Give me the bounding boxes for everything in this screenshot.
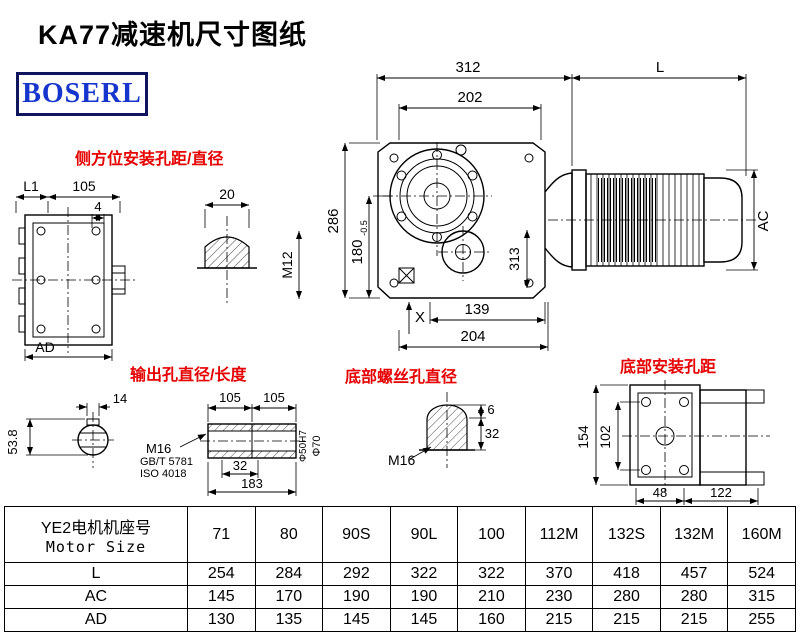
dim-313: 313 [506,247,522,271]
dim-m16-screw: M16 [388,452,415,468]
side-view-drawing: L1 105 4 AD [12,178,136,361]
dim-32-output: 32 [233,458,247,473]
cell-L: 418 [592,562,661,586]
cell-L: 322 [389,562,459,586]
dim-14: 14 [113,391,127,406]
dim-122: 122 [710,485,732,500]
dim-4: 4 [94,199,101,214]
cell-AD: 145 [322,608,391,632]
cell-AD: 135 [254,608,324,632]
motor-size-table: YE2电机机座号 Motor Size 71 80 90S 90L 100 11… [4,506,796,632]
dim-180-tolerance: -0.5 [359,220,369,236]
cell-AC: 190 [389,585,459,609]
dim-AD: AD [35,339,54,355]
cell-AC: 190 [322,585,391,609]
cell-AC: 315 [727,585,796,609]
bottom-screw-drawing: 6 32 M16 [388,392,499,468]
row-label: AC [4,585,188,609]
boserl-logo-text: BOSERL [22,78,142,109]
frame-size-col: 80 [254,506,324,563]
cell-L: 292 [322,562,391,586]
dim-M12: M12 [279,251,295,278]
dim-32-screw: 32 [485,426,499,441]
row-label: L [4,562,188,586]
dim-204: 204 [460,328,485,345]
table-row-AC: AC 145 170 190 190 210 230 280 280 315 [4,585,796,609]
cell-L: 370 [524,562,594,586]
frame-size-col: 132M [659,506,729,563]
cell-AD: 215 [524,608,594,632]
dim-183: 183 [241,476,263,491]
row-label: AD [4,608,188,632]
annotation-bottom-screw: 底部螺丝孔直径 [345,369,458,386]
frame-size-col: 160M [727,506,796,563]
frame-size-col: 71 [187,506,256,563]
dim-53-8: 53.8 [5,429,20,454]
dim-102: 102 [597,425,613,449]
frame-size-col: 90L [389,506,459,563]
main-view-drawing [377,142,756,299]
dim-105-a: 105 [219,390,241,405]
cell-AD: 215 [592,608,661,632]
cell-AC: 280 [659,585,729,609]
cell-AC: 230 [524,585,594,609]
bottom-mount-drawing: 154 102 48 122 [575,380,770,505]
table-row-L: L 254 284 292 322 322 370 418 457 524 [4,562,796,586]
dim-286: 286 [325,208,342,233]
boserl-logo: BOSERL [16,72,148,116]
frame-size-col: 100 [457,506,526,563]
dim-X: X [415,309,425,326]
cell-AD: 130 [187,608,256,632]
annotation-bottom-mount: 底部安装孔距 [620,359,717,376]
cell-AC: 170 [254,585,324,609]
cell-AD: 145 [389,608,459,632]
dim-L1: L1 [23,178,39,194]
motor-size-label-en: Motor Size [45,537,147,556]
cell-AD: 255 [727,608,796,632]
dim-AC: AC [755,210,772,231]
motor-size-header-cell: YE2电机机座号 Motor Size [4,506,188,563]
cell-AC: 210 [457,585,526,609]
annotation-side-mount: 侧方位安装孔距/直径 [75,151,224,168]
dim-154: 154 [575,425,591,449]
note-gbt-5781: GB/T 5781 [140,456,193,468]
cell-L: 524 [727,562,796,586]
cell-AD: 215 [659,608,729,632]
dim-312: 312 [455,59,480,76]
cell-L: 322 [457,562,526,586]
note-m16-output: M16 [146,441,171,456]
cell-L: 284 [254,562,324,586]
dim-6: 6 [487,402,494,417]
output-shaft-drawing: 14 53.8 105 105 32 [5,390,323,496]
note-iso-4018: ISO 4018 [140,468,186,480]
annotation-output-hole: 输出孔直径/长度 [130,367,247,384]
frame-size-col: 90S [322,506,391,563]
table-header-row: YE2电机机座号 Motor Size 71 80 90S 90L 100 11… [4,506,796,563]
cell-L: 457 [659,562,729,586]
motor-size-label-cn: YE2电机机座号 [40,519,152,537]
dim-phi50h7: Φ50H7 [298,430,309,462]
frame-size-col: 112M [524,506,594,563]
cell-AC: 145 [187,585,256,609]
cell-L: 254 [187,562,256,586]
dim-105-b: 105 [263,390,285,405]
dim-180: 180 [349,239,366,264]
table-row-AD: AD 130 135 145 145 160 215 215 215 255 [4,608,796,632]
dim-139: 139 [464,301,489,318]
dim-48: 48 [653,485,667,500]
dim-L: L [656,59,664,76]
main-view-dimensions: 312 L 202 286 180 -0.5 313 139 204 [325,59,772,351]
dim-phi70: Φ70 [311,435,323,456]
side-hole-detail-drawing: 20 M12 [197,186,303,306]
cell-AC: 280 [592,585,661,609]
dim-20: 20 [219,186,235,202]
page-title: KA77减速机尺寸图纸 [38,20,308,50]
dim-105-side: 105 [72,178,96,194]
cell-AD: 160 [457,608,526,632]
frame-size-col: 132S [592,506,661,563]
technical-drawing: 312 L 202 286 180 -0.5 313 139 204 [5,59,772,505]
dim-202: 202 [457,89,482,106]
